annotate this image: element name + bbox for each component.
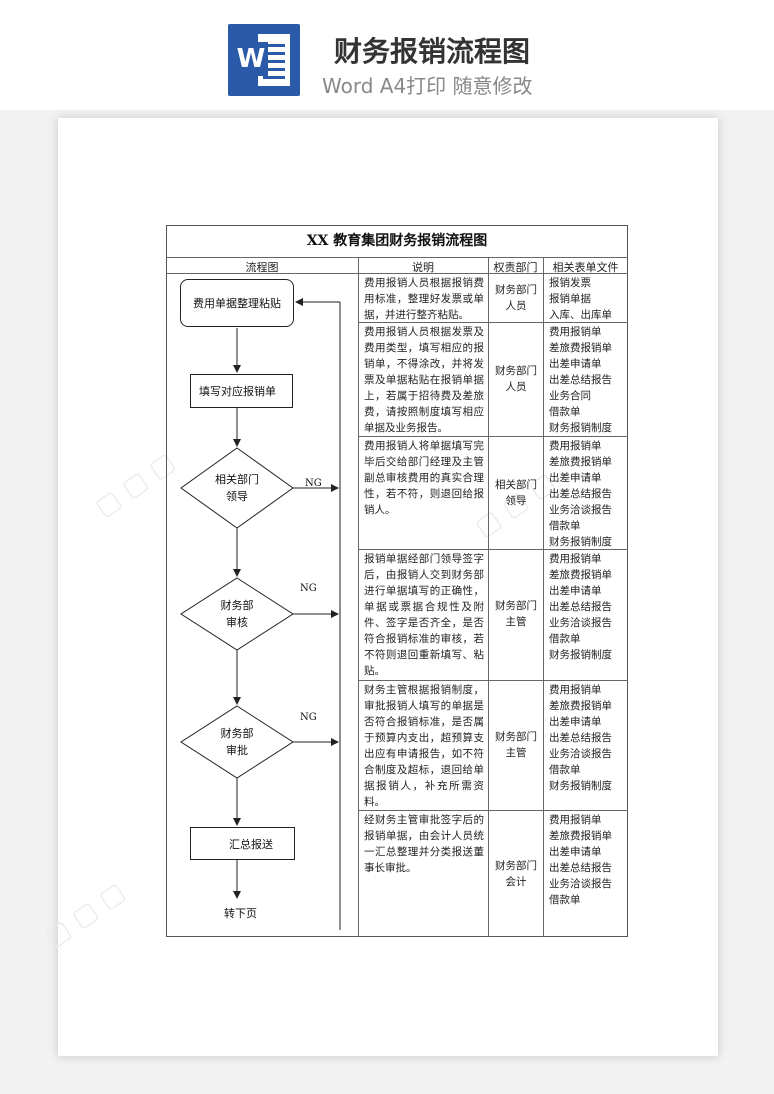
ng-label-3: NG	[300, 712, 317, 723]
flow-table	[166, 225, 628, 937]
row-4-description: 报销单据经部门领导签字后，由报销人交到财务部进行单据填写的正确性，单据或票据合规…	[364, 553, 484, 677]
column-header-department: 权责部门	[493, 261, 538, 274]
row-5-department: 财务部门主管	[495, 731, 537, 759]
row-3-description: 费用报销人将单据填写完毕后交给部门经理及主管副总审核费用的真实合理性，若不符，则…	[364, 440, 484, 516]
banner-title: 财务报销流程图	[334, 35, 531, 68]
table-rule	[166, 273, 628, 274]
document-title: XX 教育集团财务报销流程图	[306, 233, 488, 249]
table-rule	[358, 810, 628, 811]
row-2-department: 财务部门人员	[495, 365, 537, 393]
table-rule	[358, 322, 628, 323]
column-header-flowchart: 流程图	[245, 261, 279, 274]
row-1-forms: 报销发票报销单据入库、出库单	[549, 277, 612, 321]
banner-subtitle: Word A4打印 随意修改	[322, 74, 533, 98]
ng-label-2: NG	[300, 583, 317, 594]
document-page	[58, 118, 718, 1056]
decision-2-label: 财务部审核	[220, 599, 254, 629]
row-6-description: 经财务主管审批签字后的报销单据，由会计人员统一汇总整理并分类报送董事长审批。	[364, 814, 484, 874]
row-1-description: 费用报销人员根据报销费用标准，整理好发票或单据，并进行整齐粘贴。	[364, 277, 484, 321]
column-header-forms: 相关表单文件	[552, 261, 619, 274]
row-6-forms: 费用报销单差旅费报销单出差申请单出差总结报告业务洽谈报告借款单	[549, 814, 612, 906]
table-rule	[166, 257, 628, 258]
column-header-description: 说明	[412, 261, 434, 274]
flow-start-box: 费用单据整理粘贴	[180, 279, 294, 327]
ng-label-1: NG	[305, 478, 322, 489]
row-4-forms: 费用报销单差旅费报销单出差申请单出差总结报告业务洽谈报告借款单财务报销制度	[549, 553, 612, 661]
row-2-description: 费用报销人员根据发票及费用类型，填写相应的报销单，不得涂改，并将发票及单据粘贴在…	[364, 326, 484, 434]
table-rule	[488, 257, 489, 937]
flow-end-label: 转下页	[224, 907, 257, 920]
word-document-icon: W	[228, 24, 300, 96]
header-banner: W 财务报销流程图 Word A4打印 随意修改	[0, 0, 774, 110]
row-5-description: 财务主管根据报销制度，审批报销人填写的单据是否符合报销标准，是否属于预算内支出，…	[364, 684, 484, 808]
flow-fill-form-box: 填写对应报销单	[190, 374, 293, 408]
row-4-department: 财务部门主管	[495, 600, 537, 628]
row-3-forms: 费用报销单差旅费报销单出差申请单出差总结报告业务洽谈报告借款单财务报销制度	[549, 440, 612, 548]
row-1-department: 财务部门人员	[495, 284, 537, 312]
row-6-department: 财务部门会计	[495, 860, 537, 888]
decision-3-label: 财务部审批	[220, 727, 254, 757]
row-3-department: 相关部门领导	[495, 479, 537, 507]
word-icon-letter: W	[234, 42, 268, 76]
row-5-forms: 费用报销单差旅费报销单出差申请单出差总结报告业务洽谈报告借款单财务报销制度	[549, 684, 612, 792]
table-rule	[358, 436, 628, 437]
flow-summary-box: 汇总报送	[190, 827, 295, 860]
row-2-forms: 费用报销单差旅费报销单出差申请单出差总结报告业务合同借款单财务报销制度	[549, 326, 612, 434]
decision-1-label: 相关部门领导	[215, 473, 259, 503]
table-rule	[358, 549, 628, 550]
table-rule	[358, 257, 359, 937]
table-rule	[543, 257, 544, 937]
table-rule	[358, 680, 628, 681]
